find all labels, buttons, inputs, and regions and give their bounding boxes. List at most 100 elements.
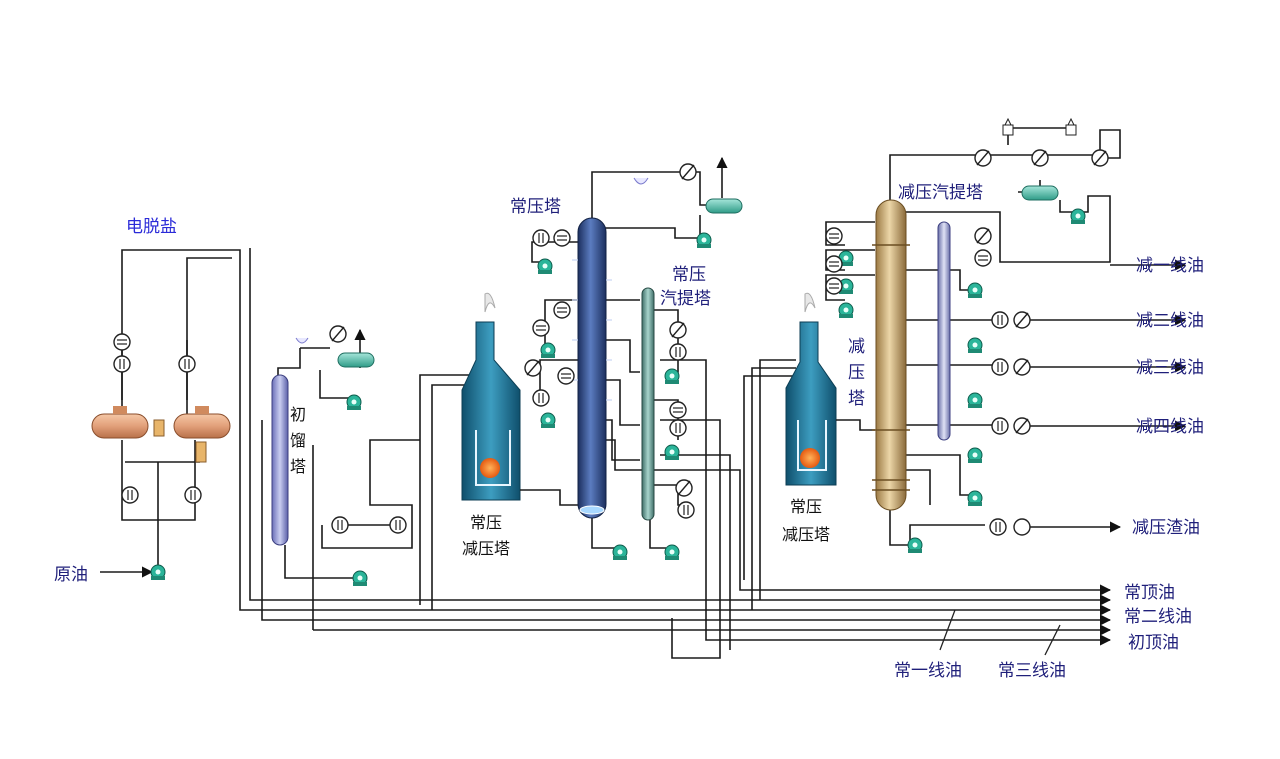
heat-exchanger-icon: [532, 389, 550, 407]
label-vac3-oil: 减三线油: [1136, 358, 1204, 378]
pump-icon: [664, 544, 680, 561]
heat-exchanger-icon: [974, 249, 992, 267]
heat-exchanger-icon: [669, 401, 687, 419]
heat-exchanger-icon: [991, 358, 1009, 376]
label-vac1-oil: 减一线油: [1136, 256, 1204, 276]
heat-exchanger-icon: [669, 419, 687, 437]
heat-exchanger-icon: [825, 255, 843, 273]
flash-tower-section: 初 馏 塔: [249, 248, 1100, 631]
flash-tower: [271, 374, 289, 546]
heat-exchanger-icon: [184, 486, 202, 504]
pump-icon: [838, 302, 854, 319]
vac-tower-section: 减压汽提塔 减 压 塔: [825, 117, 1187, 554]
cooler-icon: [974, 149, 992, 167]
label-vac-furnace-2: 减压塔: [782, 525, 830, 544]
label-init-top-oil: 初顶油: [1128, 633, 1179, 653]
vac-stripper: [937, 221, 951, 441]
desalter-vessel-1: [91, 413, 149, 439]
cooler-icon: [1091, 149, 1109, 167]
reflux-drum-icon: [1021, 185, 1059, 201]
pump-icon: [537, 258, 553, 275]
heat-exchanger-icon: [991, 417, 1009, 435]
heat-exchanger-icon: [113, 333, 131, 351]
pump-icon: [540, 412, 556, 429]
heat-exchanger-icon: [389, 516, 407, 534]
pump-icon: [664, 444, 680, 461]
hx-pair: [321, 374, 470, 610]
pump-icon: [150, 564, 166, 581]
atm-tower: [577, 217, 607, 519]
cooler-icon: [679, 163, 697, 181]
heat-exchanger-icon: [121, 486, 139, 504]
label-vac-tower-1: 减: [848, 337, 865, 357]
label-vac-tower-2: 压: [848, 363, 865, 383]
label-vac4-oil: 减四线油: [1136, 417, 1204, 437]
heat-exchanger-icon: [331, 516, 349, 534]
heat-exchanger-icon: [557, 367, 575, 385]
label-vac-stripper: 减压汽提塔: [898, 183, 983, 203]
pump-icon: [352, 570, 368, 587]
pump-icon: [696, 232, 712, 249]
label-atm1-oil: 常一线油: [894, 661, 962, 681]
label-vac-residue: 减压渣油: [1132, 518, 1200, 538]
vac-furnace-section: 常压 减压塔: [743, 292, 875, 610]
cooler-icon: [669, 321, 687, 339]
atm-stripper: [641, 287, 655, 521]
label-flash-2: 馏: [290, 431, 306, 450]
label-flash-3: 塔: [290, 457, 306, 476]
pump-icon: [540, 342, 556, 359]
cooler-icon: [974, 227, 992, 245]
pump-icon: [612, 544, 628, 561]
pump-icon: [967, 447, 983, 464]
vessel-icon: [1013, 518, 1031, 536]
vac-tower: [875, 199, 907, 511]
label-atm-stripper-2: 汽提塔: [660, 289, 711, 309]
heat-exchanger-icon: [677, 501, 695, 519]
pump-icon: [346, 394, 362, 411]
pump-icon: [664, 368, 680, 385]
reflux-drum-icon: [705, 198, 743, 214]
cooler-icon: [1013, 417, 1031, 435]
heat-exchanger-icon: [669, 343, 687, 361]
cooler-icon: [675, 479, 693, 497]
label-flash-1: 初: [290, 405, 306, 424]
desalter-vessel-2: [173, 413, 231, 439]
heat-exchanger-icon: [989, 518, 1007, 536]
pump-icon: [967, 337, 983, 354]
label-atm-furnace-1: 常压: [470, 513, 502, 532]
heat-exchanger-icon: [825, 277, 843, 295]
label-atm3-oil: 常三线油: [998, 661, 1066, 681]
atm-tower-section: 常压塔 常压 汽提塔: [510, 156, 1100, 659]
heat-exchanger-icon: [178, 355, 196, 373]
label-vac-furnace-1: 常压: [790, 497, 822, 516]
heat-exchanger-icon: [825, 227, 843, 245]
label-atm-top-oil: 常顶油: [1124, 583, 1175, 603]
label-crude-oil: 原油: [54, 565, 88, 585]
pump-icon: [967, 490, 983, 507]
product-labels: 减一线油 减二线油 减三线油 减四线油 减压渣油 常顶油 常二线油 初顶油 常一…: [894, 256, 1204, 681]
pump-icon: [907, 537, 923, 554]
pump-icon: [967, 392, 983, 409]
heat-exchanger-icon: [113, 355, 131, 373]
label-atm-stripper-1: 常压: [672, 265, 706, 285]
cooler-icon: [1013, 358, 1031, 376]
heat-exchanger-icon: [553, 301, 571, 319]
cooler-icon: [1013, 311, 1031, 329]
cooler-icon: [524, 359, 542, 377]
label-atm2-oil: 常二线油: [1124, 607, 1192, 627]
label-atm-furnace-2: 减压塔: [462, 539, 510, 558]
label-vac-tower-3: 塔: [848, 389, 865, 409]
heat-exchanger-icon: [532, 319, 550, 337]
atm-furnace-section: 常压 减压塔: [461, 292, 580, 558]
label-vac2-oil: 减二线油: [1136, 311, 1204, 331]
label-atm-tower: 常压塔: [510, 197, 561, 217]
cooler-icon: [1031, 149, 1049, 167]
heat-exchanger-icon: [991, 311, 1009, 329]
product-lines: [939, 584, 1112, 656]
pump-icon: [1070, 208, 1086, 225]
label-desalter: 电脱盐: [126, 217, 177, 237]
cooler-icon: [329, 325, 347, 343]
heat-exchanger-icon: [532, 229, 550, 247]
